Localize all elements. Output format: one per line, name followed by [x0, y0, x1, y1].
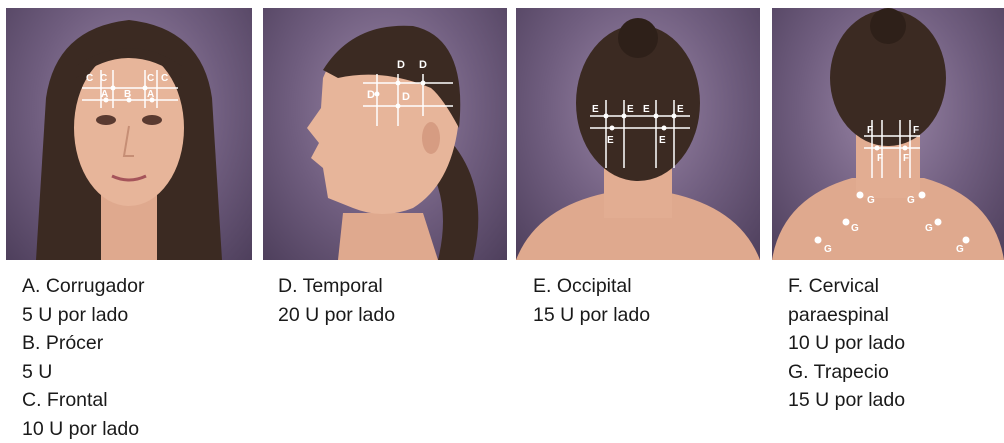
marker-d-2: D	[419, 59, 427, 71]
neck-back-illustration: F F F F G G G G G G	[772, 8, 1004, 260]
marker-b: B	[124, 89, 131, 100]
marker-d-1: D	[397, 59, 405, 71]
neck-back-image: F F F F G G G G G G	[772, 8, 1004, 260]
caption-neck: F. Cervical paraespinal 10 U por lado G.…	[788, 272, 1004, 415]
occipital-back-illustration: E E E E E E	[516, 8, 760, 260]
caption-line: 5 U	[22, 358, 262, 387]
marker-g-2: G	[907, 195, 915, 206]
marker-g-5: G	[824, 244, 832, 255]
marker-c-1: C	[86, 73, 93, 84]
caption-line: D. Temporal	[278, 272, 518, 301]
neck-shape	[338, 213, 438, 260]
marker-e-6: E	[659, 135, 666, 146]
left-eye	[96, 115, 116, 125]
caption-line: G. Trapecio	[788, 358, 1004, 387]
marker-e-5: E	[607, 135, 614, 146]
temporal-profile-illustration: D D D D	[263, 8, 507, 260]
marker-c-3: C	[147, 73, 154, 84]
marker-f-1: F	[867, 125, 873, 136]
marker-a-1: A	[101, 89, 108, 100]
caption-temporal: D. Temporal 20 U por lado	[278, 272, 518, 329]
marker-g-1: G	[867, 195, 875, 206]
temporal-profile-image: D D D D	[263, 8, 507, 260]
caption-line: 15 U por lado	[533, 301, 773, 330]
caption-line: C. Frontal	[22, 386, 262, 415]
marker-g-4: G	[925, 223, 933, 234]
caption-line: paraespinal	[788, 301, 1004, 330]
caption-line: 10 U por lado	[22, 415, 262, 443]
marker-e-1: E	[592, 104, 599, 115]
marker-g-3: G	[851, 223, 859, 234]
right-eye	[142, 115, 162, 125]
caption-line: 20 U por lado	[278, 301, 518, 330]
hair-bun-shape	[870, 8, 906, 44]
caption-line: E. Occipital	[533, 272, 773, 301]
marker-f-2: F	[913, 125, 919, 136]
caption-occipital: E. Occipital 15 U por lado	[533, 272, 773, 329]
marker-a-2: A	[147, 89, 154, 100]
caption-line: 5 U por lado	[22, 301, 262, 330]
caption-line: A. Corrugador	[22, 272, 262, 301]
caption-line: B. Prócer	[22, 329, 262, 358]
marker-e-2: E	[627, 104, 634, 115]
marker-d-4: D	[402, 91, 410, 103]
caption-line: 15 U por lado	[788, 386, 1004, 415]
marker-c-4: C	[161, 73, 168, 84]
caption-line: 10 U por lado	[788, 329, 1004, 358]
occipital-back-image: E E E E E E	[516, 8, 760, 260]
marker-e-4: E	[677, 104, 684, 115]
caption-line: F. Cervical	[788, 272, 1004, 301]
hair-bun-shape	[618, 18, 658, 58]
marker-d-3: D	[367, 89, 375, 101]
ear-shape	[422, 122, 440, 154]
marker-f-3: F	[877, 153, 883, 164]
frontal-face-illustration: C C C C A B A	[6, 8, 252, 260]
frontal-face-image: C C C C A B A	[6, 8, 252, 260]
marker-g-6: G	[956, 244, 964, 255]
caption-frontal: A. Corrugador 5 U por lado B. Prócer 5 U…	[22, 272, 262, 443]
marker-e-3: E	[643, 104, 650, 115]
marker-c-2: C	[100, 73, 107, 84]
marker-f-4: F	[903, 153, 909, 164]
